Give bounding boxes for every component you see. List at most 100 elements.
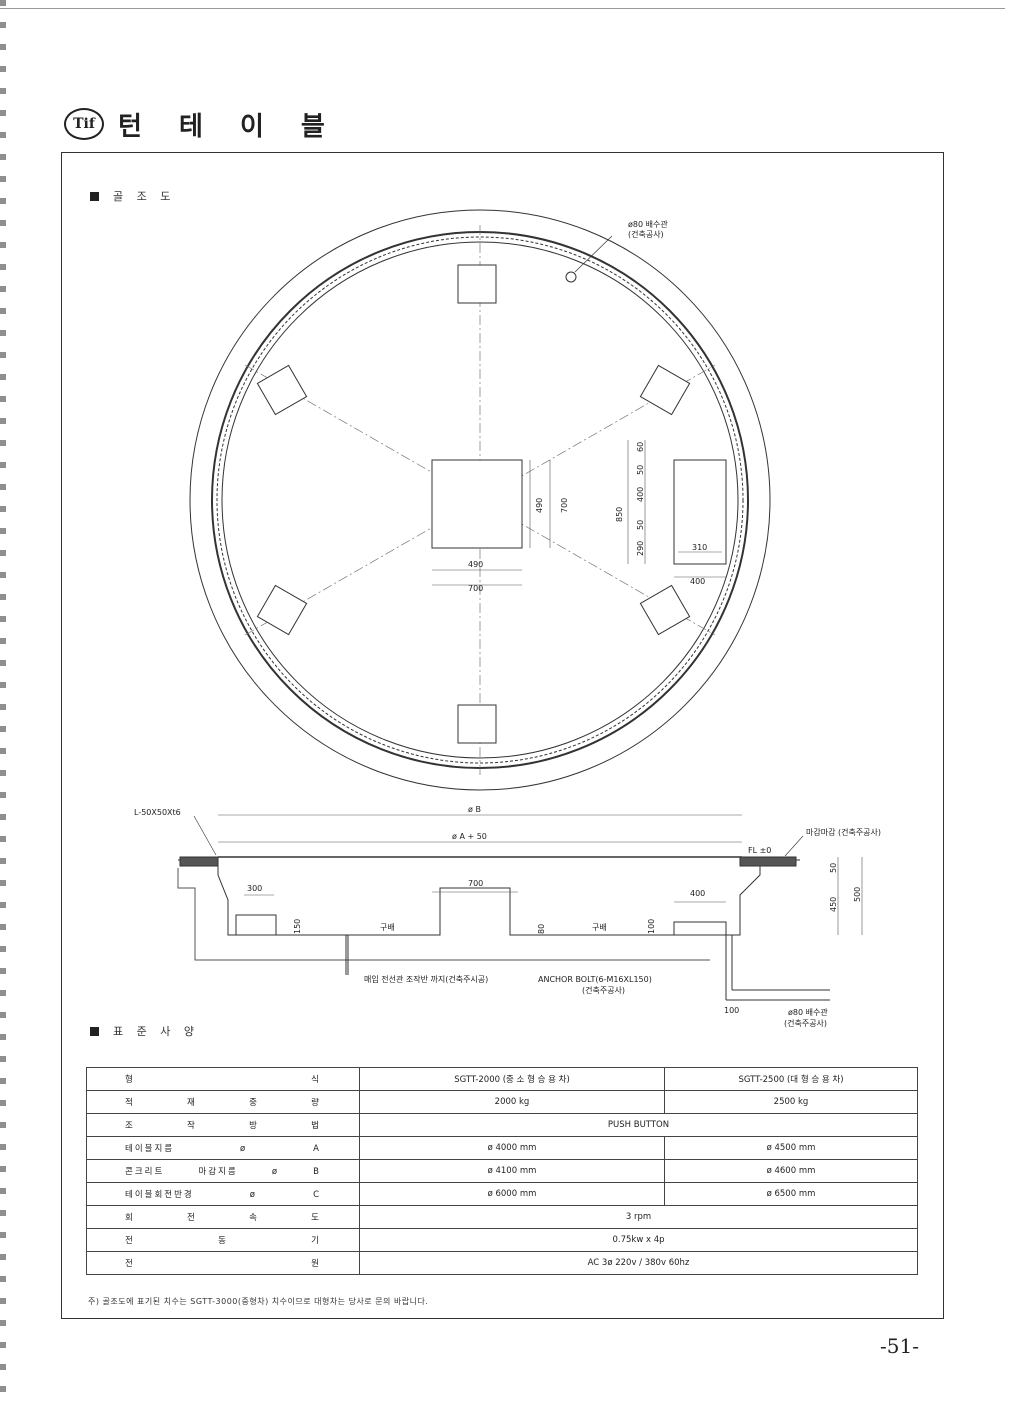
label-dia-b: ø B xyxy=(468,805,481,814)
dim-400-v: 400 xyxy=(636,487,645,502)
outer-ring xyxy=(189,209,771,791)
section-pad-right xyxy=(673,921,727,936)
dim-850: 850 xyxy=(615,507,624,522)
label-pipe-bottom: ø80 배수관 xyxy=(788,1007,828,1017)
spec-value-v1: 2000 kg xyxy=(359,1090,665,1114)
section-specs-label: 표 준 사 양 xyxy=(113,1025,199,1038)
spec-label: 형 식 xyxy=(86,1067,360,1091)
label-fl: FL ±0 xyxy=(748,846,771,855)
label-angle: L-50X50Xt6 xyxy=(134,808,181,817)
page-title: 턴 테 이 블 xyxy=(118,111,339,142)
pad-bottom xyxy=(457,704,497,744)
label-slope-right: 구배 xyxy=(592,923,607,932)
drain-hole xyxy=(565,271,577,283)
spec-value-v1: ø 4100 mm xyxy=(359,1159,665,1183)
dim-100-h: 100 xyxy=(724,1006,739,1015)
dim-60: 60 xyxy=(636,442,645,452)
pad-lower-left xyxy=(256,584,308,636)
pad-upper-left xyxy=(256,364,308,416)
label-finish: 마감마감 (건축주공사) xyxy=(806,827,881,837)
spec-value-v1: ø 6000 mm xyxy=(359,1182,665,1206)
label-pipe-bottom-sub: (건축주공사) xyxy=(784,1018,827,1028)
dim-50-a: 50 xyxy=(636,465,645,475)
label-pipe-top: ø80 배수관 xyxy=(628,219,668,229)
pad-lower-right xyxy=(639,584,691,636)
pad-upper-right xyxy=(639,364,691,416)
dim-300: 300 xyxy=(247,884,262,893)
rail-ring xyxy=(216,236,744,764)
spec-value: 3 rpm xyxy=(359,1205,918,1229)
square-bullet-icon xyxy=(90,1026,99,1036)
dim-700-h: 700 xyxy=(468,584,483,593)
spec-value: PUSH BUTTON xyxy=(359,1113,918,1137)
spec-value-v2: 2500 kg xyxy=(664,1090,918,1114)
conduit-pipe xyxy=(345,935,349,975)
spec-value: 0.75kw x 4p xyxy=(359,1228,918,1252)
section-outline xyxy=(178,859,800,936)
page-header: Tif 턴 테 이 블 xyxy=(64,104,339,144)
section-foundation-label: 골 조 도 xyxy=(113,190,176,203)
drain-pipe-section xyxy=(725,935,830,1001)
spec-label: 테이블지름 ø A xyxy=(86,1136,360,1160)
section-specs: 표 준 사 양 xyxy=(90,1023,199,1039)
label-anchor-sub: (건축주공사) xyxy=(582,985,625,995)
section-foundation: 골 조 도 xyxy=(90,188,175,204)
dim-700-v: 700 xyxy=(560,498,569,513)
label-dia-a: ø A + 50 xyxy=(452,832,487,841)
center-pad xyxy=(431,459,523,549)
dim-50-section: 50 xyxy=(829,863,838,873)
dim-490-v: 490 xyxy=(535,498,544,513)
label-conduit: 매입 전선관 조작반 까지(건축주시공) xyxy=(364,974,488,984)
spec-label: 전 동 기 xyxy=(86,1228,360,1252)
label-pipe-top-sub: (건축공사) xyxy=(628,229,664,239)
spec-value-v1: SGTT-2000 (중 소 형 승 용 차) xyxy=(359,1067,665,1091)
content-frame xyxy=(61,152,944,1319)
square-bullet-icon xyxy=(90,191,99,201)
dim-150: 150 xyxy=(293,919,302,934)
spec-value-v2: ø 4500 mm xyxy=(664,1136,918,1160)
footnote: 주) 골조도에 표기된 치수는 SGTT-3000(중형차) 치수이므로 대형차… xyxy=(88,1297,429,1306)
spec-label: 콘크리트 마감지름 ø B xyxy=(86,1159,360,1183)
dim-400-h: 400 xyxy=(690,577,705,586)
dim-310: 310 xyxy=(692,543,707,552)
page-number: -51- xyxy=(880,1334,919,1358)
spec-value-v2: SGTT-2500 (대 형 승 용 차) xyxy=(664,1067,918,1091)
spec-value-v2: ø 6500 mm xyxy=(664,1182,918,1206)
spec-value-v1: ø 4000 mm xyxy=(359,1136,665,1160)
dim-400-section: 400 xyxy=(690,889,705,898)
dim-290: 290 xyxy=(636,541,645,556)
top-border xyxy=(0,8,1005,9)
label-slope-left: 구배 xyxy=(380,923,395,932)
company-logo: Tif xyxy=(64,108,104,140)
inner-ring xyxy=(221,241,739,759)
dim-700-section: 700 xyxy=(468,879,483,888)
spec-value: AC 3ø 220v / 380v 60hz xyxy=(359,1251,918,1275)
dim-490-h: 490 xyxy=(468,560,483,569)
foundation-drawing: ø80 배수관 (건축공사) 490 700 490 700 850 60 50… xyxy=(134,209,881,1028)
dim-50-b: 50 xyxy=(636,520,645,530)
spec-value-v2: ø 4600 mm xyxy=(664,1159,918,1183)
pad-top xyxy=(457,264,497,304)
spec-label: 적 재 중 량 xyxy=(86,1090,360,1114)
spec-label: 회 전 속 도 xyxy=(86,1205,360,1229)
spec-label: 전 원 xyxy=(86,1251,360,1275)
binding-edge xyxy=(0,0,6,1402)
section-pad-left xyxy=(235,914,277,936)
spec-label: 조 작 방 법 xyxy=(86,1113,360,1137)
dim-450: 450 xyxy=(829,897,838,912)
dim-100-v: 100 xyxy=(647,919,656,934)
dim-80: 80 xyxy=(537,924,546,934)
spec-label: 테이블회전반경 ø C xyxy=(86,1182,360,1206)
dim-500: 500 xyxy=(853,887,862,902)
side-pad-detail xyxy=(673,459,727,565)
